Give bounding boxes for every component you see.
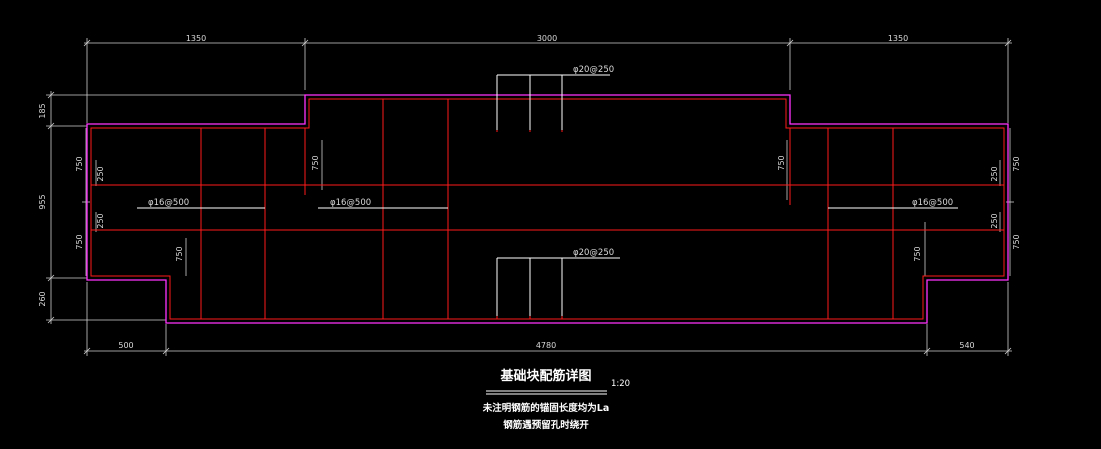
top-dim-center: 3000 (537, 34, 557, 43)
inner-dim-left-lower: 250 (96, 213, 105, 228)
rebar-label-bottom: φ20@250 (573, 248, 614, 258)
rebar-label-mid-left: φ16@500 (148, 198, 189, 208)
title-block: 基础块配筋详图 1:20 未注明钢筋的锚固长度均为La 钢筋遇预留孔时绕开 (482, 368, 630, 431)
block-outline (86, 94, 1009, 324)
rebar-label-mid-center: φ16@500 (330, 198, 371, 208)
bottom-dim-left: 500 (118, 341, 133, 350)
left-dim-bottom: 260 (38, 291, 47, 306)
rebar-label-mid-right: φ16@500 (912, 198, 953, 208)
inner-dim-left-upper: 250 (96, 166, 105, 181)
left-sub-dim-lower: 750 (75, 234, 84, 249)
bottom-dim-center: 4780 (536, 341, 556, 350)
inner-dim-left-column: 750 (175, 246, 184, 261)
inner-dim-right-lower: 250 (990, 213, 999, 228)
bottom-dim-right: 540 (959, 341, 974, 350)
drawing-note-1: 未注明钢筋的锚固长度均为La (482, 402, 609, 414)
inner-dim-right-column: 750 (913, 246, 922, 261)
top-dim-left: 1350 (186, 34, 206, 43)
right-dim-lower: 750 (1012, 234, 1021, 249)
left-dim-top: 185 (38, 103, 47, 118)
rebar-leaders (137, 74, 958, 316)
inner-dim-right-step: 750 (777, 155, 786, 170)
left-dim-middle: 955 (38, 194, 47, 209)
rebar-lines (90, 98, 1005, 320)
drawing-title: 基础块配筋详图 (499, 368, 591, 384)
right-dim-upper: 750 (1012, 156, 1021, 171)
drawing-scale: 1:20 (611, 379, 630, 389)
drawing-note-2: 钢筋遇预留孔时绕开 (503, 419, 589, 431)
inner-dim-left-step: 750 (311, 155, 320, 170)
left-sub-dim-upper: 750 (75, 156, 84, 171)
top-dim-right: 1350 (888, 34, 908, 43)
inner-dim-right-upper: 250 (990, 166, 999, 181)
rebar-label-top: φ20@250 (573, 65, 614, 75)
dimension-lines (46, 38, 1014, 356)
